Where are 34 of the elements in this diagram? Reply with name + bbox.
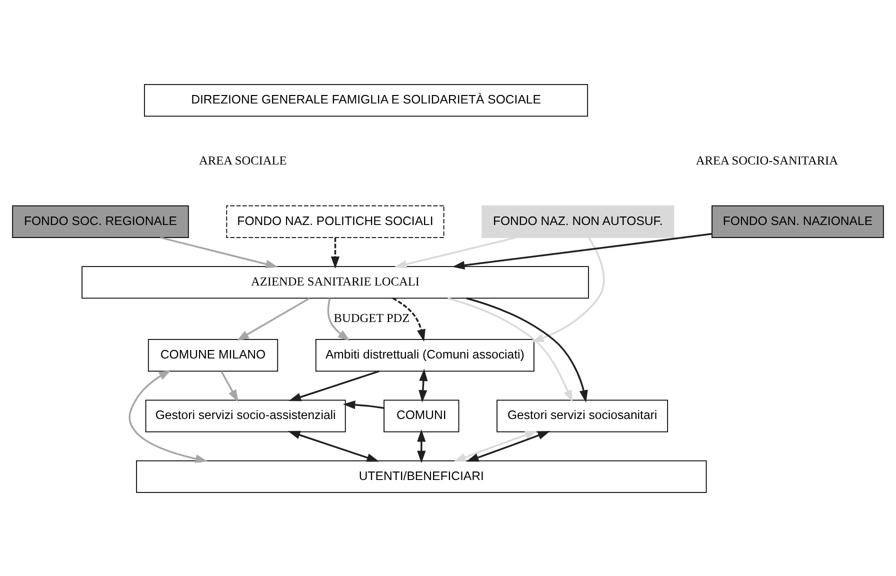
arrow	[327, 298, 350, 341]
node-box: FONDO SOC. REGIONALE	[12, 204, 189, 238]
node-box: COMUNI	[384, 399, 460, 432]
node-box: FONDO SAN. NAZIONALE	[712, 204, 884, 238]
node-box: Ambiti distrettuali (Comuni associati)	[315, 338, 534, 372]
node-box: Gestori servizi sociosanitari	[496, 399, 668, 432]
arrow	[220, 370, 238, 402]
node-box: FONDO NAZ. POLITICHE SOCIALI	[226, 204, 444, 238]
arrow	[466, 430, 550, 462]
node-box: COMUNE MILANO	[148, 338, 278, 372]
node-box: AZIENDE SANITARIE LOCALI	[82, 266, 589, 298]
node-box: DIREZIONE GENERALE FAMIGLIA E SOLIDARIETÀ SOCIALE	[144, 84, 588, 116]
arrow	[418, 368, 428, 402]
node-box: FONDO NAZ. NON AUTOSUF.	[482, 204, 674, 238]
arrow	[288, 370, 380, 401]
arrow	[452, 232, 712, 270]
arrow	[288, 430, 380, 462]
arrow	[236, 297, 310, 340]
arrow	[531, 236, 605, 342]
arrow	[392, 297, 426, 342]
arrow	[330, 237, 340, 268]
label: AREA SOCIO-SANITARIA	[696, 152, 838, 167]
arrow	[128, 369, 208, 462]
edge-label: BUDGET PDZ	[334, 310, 410, 325]
node-box: Gestori servizi socio-assistenziali	[145, 399, 346, 432]
node-box: UTENTI/BENEFICIARI	[136, 460, 707, 492]
arrow	[417, 428, 426, 463]
arrow	[466, 296, 588, 402]
arrow	[448, 296, 573, 402]
arrow	[453, 430, 538, 462]
label: AREA SOCIALE	[199, 152, 287, 167]
arrow	[394, 236, 516, 268]
arrow	[160, 236, 278, 268]
arrow	[342, 400, 384, 409]
